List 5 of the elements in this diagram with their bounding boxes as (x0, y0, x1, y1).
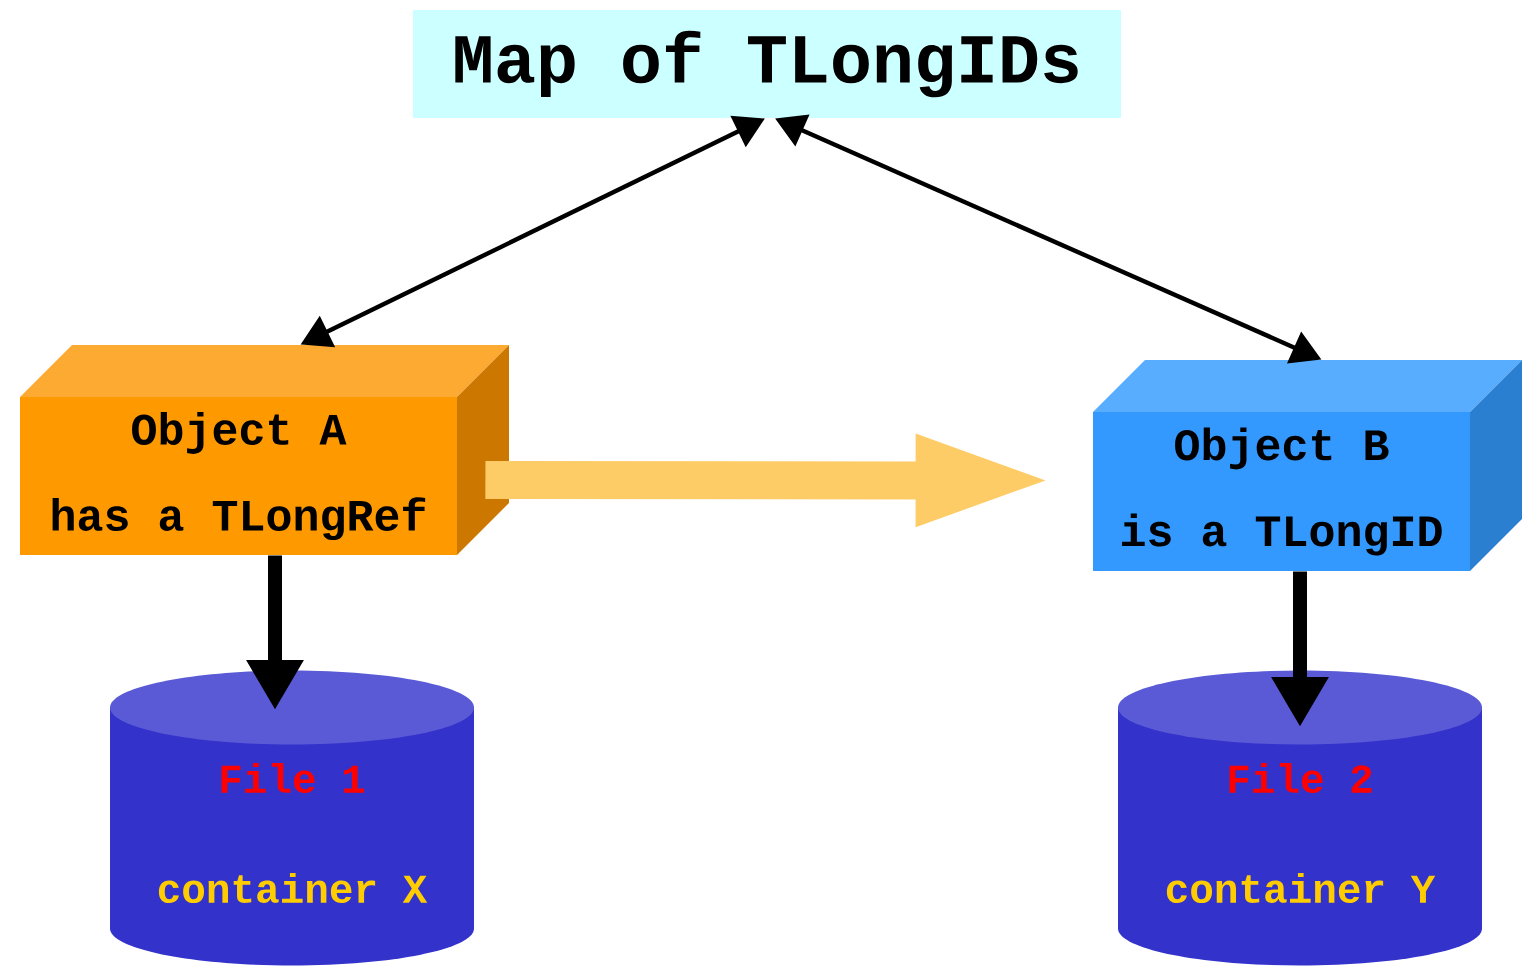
cylinder: File 1 container X (110, 670, 474, 966)
title-box: Map of TLongIDs (413, 10, 1121, 118)
cylinder: File 2 container Y (1118, 670, 1482, 966)
cube-box: Object B is a TLongID (1093, 360, 1522, 571)
cube-box: Object A has a TLongRef (20, 345, 509, 555)
